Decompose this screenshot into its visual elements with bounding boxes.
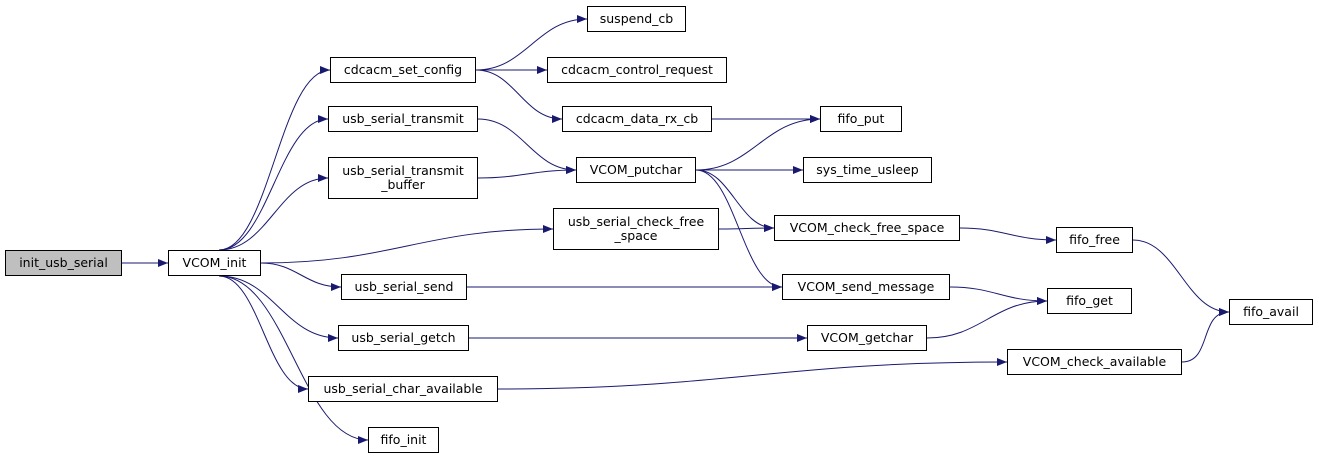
- node-sys-time-usleep[interactable]: sys_time_usleep: [803, 157, 932, 183]
- edge-VCOM-init-to-fifo-init: [219, 275, 369, 444]
- edge-VCOM-init-to-usb-serial-char-available: [219, 275, 309, 393]
- node-VCOM-send-message[interactable]: VCOM_send_message: [782, 274, 950, 300]
- node-VCOM-init[interactable]: VCOM_init: [168, 250, 261, 276]
- edge-cdcacm-set-config-to-cdcacm-data-rx-cb: [475, 69, 563, 123]
- edge-VCOM-init-to-cdcacm-set-config: [219, 66, 331, 251]
- edge-usb-serial-transmit-to-VCOM-putchar: [477, 118, 577, 174]
- node-usb-serial-send[interactable]: usb_serial_send: [341, 274, 467, 300]
- edge-VCOM-putchar-to-VCOM-check-free-space: [695, 169, 775, 232]
- edge-usb-serial-transmit-buffer-to-VCOM-putchar: [477, 166, 577, 179]
- node-fifo-avail[interactable]: fifo_avail: [1229, 299, 1313, 325]
- node-usb-serial-getch[interactable]: usb_serial_getch: [338, 325, 469, 351]
- edge-VCOM-check-free-space-to-fifo-free: [959, 227, 1057, 244]
- edge-usb-serial-char-available-to-VCOM-check-available: [497, 358, 1008, 390]
- node-usb-serial-transmit[interactable]: usb_serial_transmit: [328, 106, 478, 132]
- node-usb-serial-check-free-space[interactable]: usb_serial_check_free _space: [553, 208, 719, 250]
- node-fifo-init[interactable]: fifo_init: [368, 427, 439, 453]
- node-init-usb-serial[interactable]: init_usb_serial: [5, 250, 122, 276]
- edge-VCOM-init-to-usb-serial-transmit-buffer: [219, 174, 329, 251]
- edge-VCOM-send-message-to-fifo-get: [949, 286, 1048, 305]
- node-fifo-put[interactable]: fifo_put: [820, 106, 902, 132]
- edge-VCOM-init-to-usb-serial-check-free-space: [260, 225, 554, 264]
- edge-VCOM-init-to-usb-serial-transmit: [219, 115, 329, 251]
- node-VCOM-check-free-space[interactable]: VCOM_check_free_space: [774, 215, 960, 241]
- edge-VCOM-init-to-usb-serial-send: [260, 262, 342, 291]
- edge-usb-serial-check-free-space-to-VCOM-check-free-space: [718, 224, 775, 233]
- node-cdcacm-set-config[interactable]: cdcacm_set_config: [330, 57, 476, 83]
- edge-cdcacm-set-config-to-suspend-cb: [475, 15, 588, 71]
- node-VCOM-getchar[interactable]: VCOM_getchar: [807, 325, 927, 351]
- node-VCOM-check-available[interactable]: VCOM_check_available: [1007, 349, 1182, 375]
- node-cdcacm-data-rx-cb[interactable]: cdcacm_data_rx_cb: [562, 106, 712, 132]
- edge-VCOM-init-to-usb-serial-getch: [219, 275, 339, 342]
- node-usb-serial-char-available[interactable]: usb_serial_char_available: [308, 376, 498, 402]
- node-VCOM-putchar[interactable]: VCOM_putchar: [576, 157, 696, 183]
- node-fifo-free[interactable]: fifo_free: [1056, 227, 1133, 253]
- edge-VCOM-getchar-to-fifo-get: [926, 297, 1048, 339]
- node-suspend-cb[interactable]: suspend_cb: [587, 6, 686, 32]
- node-usb-serial-transmit-buffer[interactable]: usb_serial_transmit _buffer: [328, 157, 478, 199]
- node-fifo-get[interactable]: fifo_get: [1047, 288, 1132, 314]
- edge-VCOM-putchar-to-fifo-put: [695, 115, 821, 171]
- node-cdcacm-control-request[interactable]: cdcacm_control_request: [547, 57, 727, 83]
- edge-VCOM-check-available-to-fifo-avail: [1181, 308, 1230, 363]
- edge-fifo-free-to-fifo-avail: [1132, 239, 1230, 316]
